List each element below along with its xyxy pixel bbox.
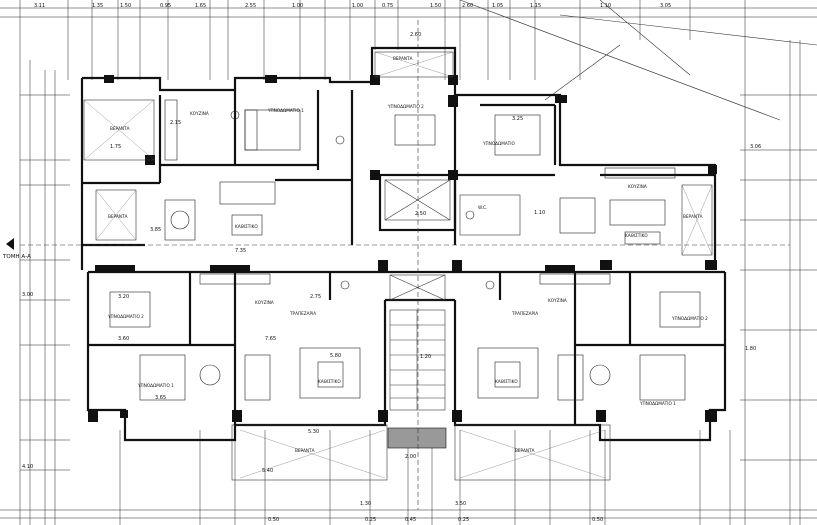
dim-200: 2.00	[405, 454, 416, 460]
section-cut-line: ΤΟΜΗ Α-Α	[2, 20, 790, 510]
dim-175: 1.75	[110, 144, 121, 150]
top-dim-4: 0.95	[160, 3, 171, 9]
room-kouzina-top-left: ΚΟΥΖΙΝΑ	[190, 111, 209, 116]
dim-130: 1.30	[360, 501, 371, 507]
room-ypnodomatio2-bottom-right: ΥΠΝΟΔΩΜΑΤΙΟ 2	[671, 316, 708, 321]
dim-180: 1.80	[745, 346, 756, 352]
hatched-areas	[83, 51, 713, 479]
top-dim-5: 1.65	[195, 3, 206, 9]
dim-385: 3.85	[150, 227, 161, 233]
room-trapezaria-bottom-left: ΤΡΑΠΕΖΑΡΙΑ	[289, 311, 316, 316]
dim-306: 3.06	[750, 144, 761, 150]
furniture	[109, 99, 701, 401]
dim-120: 1.20	[420, 354, 431, 360]
top-dim-8: 1.00	[352, 3, 363, 9]
room-veranta-bottom-left: ΒΕΡΑΝΤΑ	[295, 448, 315, 453]
dim-250: 2.50	[415, 211, 426, 217]
room-kouzina-bottom-left: ΚΟΥΖΙΝΑ	[255, 300, 274, 305]
bottom-dim-5: 0.50	[592, 517, 603, 523]
top-dim-12: 1.05	[492, 3, 503, 9]
top-dim-9: 0.75	[382, 3, 393, 9]
dim-215: 2.15	[170, 120, 181, 126]
room-ypnodomatio1-top-left: ΥΠΝΟΔΩΜΑΤΙΟ 1	[267, 108, 304, 113]
dim-260: 2.60	[410, 32, 421, 38]
room-kathistiko-top-left: ΚΑΘΙΣΤΙΚΟ	[235, 224, 258, 229]
room-ypnodomatio2-top-center: ΥΠΝΟΔΩΜΑΤΙΟ 2	[387, 104, 424, 109]
bottom-dimension-labels: 0.50 0.25 0.45 0.25 0.50	[268, 517, 603, 523]
bottom-dim-1: 0.50	[268, 517, 279, 523]
room-ypnodomatio2-bottom-left: ΥΠΝΟΔΩΜΑΤΙΟ 2	[107, 314, 144, 319]
top-dim-11: 2.60	[462, 3, 473, 9]
top-dim-2: 1.35	[92, 3, 103, 9]
top-dim-3: 1.50	[120, 3, 131, 9]
room-kathistiko-bottom-right: ΚΑΘΙΣΤΙΚΟ	[495, 379, 518, 384]
dim-325: 3.25	[512, 116, 523, 122]
top-dimension-labels: 3.11 1.35 1.50 0.95 1.65 2.55 1.00 1.00 …	[34, 3, 671, 9]
room-kouzina-top-right: ΚΟΥΖΙΝΑ	[628, 184, 647, 189]
dim-350: 3.50	[455, 501, 466, 507]
dim-580: 5.80	[330, 353, 341, 359]
dim-360: 3.60	[118, 336, 129, 342]
room-veranta-right: ΒΕΡΑΝΤΑ	[683, 214, 703, 219]
top-dim-13: 1.15	[530, 3, 541, 9]
bottom-dim-4: 0.25	[458, 517, 469, 523]
room-ypnodomatio1-bottom-left: ΥΠΝΟΔΩΜΑΤΙΟ 1	[137, 383, 174, 388]
dim-410: 4.10	[22, 464, 33, 470]
room-labels: ΚΟΥΖΙΝΑ ΥΠΝΟΔΩΜΑΤΙΟ 1 ΥΠΝΟΔΩΜΑΤΙΟ 2 ΥΠΝΟ…	[107, 56, 708, 453]
building-walls	[80, 46, 727, 481]
dim-765: 7.65	[265, 336, 276, 342]
dim-320: 3.20	[118, 294, 129, 300]
dim-530: 5.30	[308, 429, 319, 435]
dim-300: 3.00	[22, 292, 33, 298]
top-dim-7: 1.00	[292, 3, 303, 9]
bottom-dim-2: 0.25	[365, 517, 376, 523]
interior-dimension-labels: 3.85 3.65 7.35 7.65 5.30 5.40 2.00 3.00 …	[22, 32, 761, 507]
top-dim-1: 3.11	[34, 3, 45, 9]
room-kouzina-bottom-right: ΚΟΥΖΙΝΑ	[548, 298, 567, 303]
room-wc-center: W.C.	[478, 205, 487, 210]
room-ypnodomatio1-bottom-right: ΥΠΝΟΔΩΜΑΤΙΟ 1	[639, 401, 676, 406]
dim-275: 2.75	[310, 294, 321, 300]
top-dim-6: 2.55	[245, 3, 256, 9]
room-kathistiko-top-right: ΚΑΘΙΣΤΙΚΟ	[625, 233, 648, 238]
room-trapezaria-bottom-right: ΤΡΑΠΕΖΑΡΙΑ	[511, 311, 538, 316]
dim-365: 3.65	[155, 395, 166, 401]
dim-110: 1.10	[534, 210, 545, 216]
room-kathistiko-bottom-left: ΚΑΘΙΣΤΙΚΟ	[318, 379, 341, 384]
top-dim-14: 1.10	[600, 3, 611, 9]
bottom-dim-3: 0.45	[405, 517, 416, 523]
room-veranta-left: ΒΕΡΑΝΤΑ	[108, 214, 128, 219]
room-veranta-bottom-right: ΒΕΡΑΝΤΑ	[515, 448, 535, 453]
dim-540: 5.40	[262, 468, 273, 474]
top-dim-15: 3.05	[660, 3, 671, 9]
room-veranta-top-left: ΒΕΡΑΝΤΑ	[110, 126, 130, 131]
section-label: ΤΟΜΗ Α-Α	[2, 254, 31, 260]
room-ypnodomatio-top-right: ΥΠΝΟΔΩΜΑΤΙΟ	[482, 141, 515, 146]
top-dim-10: 1.50	[430, 3, 441, 9]
dim-735: 7.35	[235, 248, 246, 254]
room-veranta-top: ΒΕΡΑΝΤΑ	[393, 56, 413, 61]
